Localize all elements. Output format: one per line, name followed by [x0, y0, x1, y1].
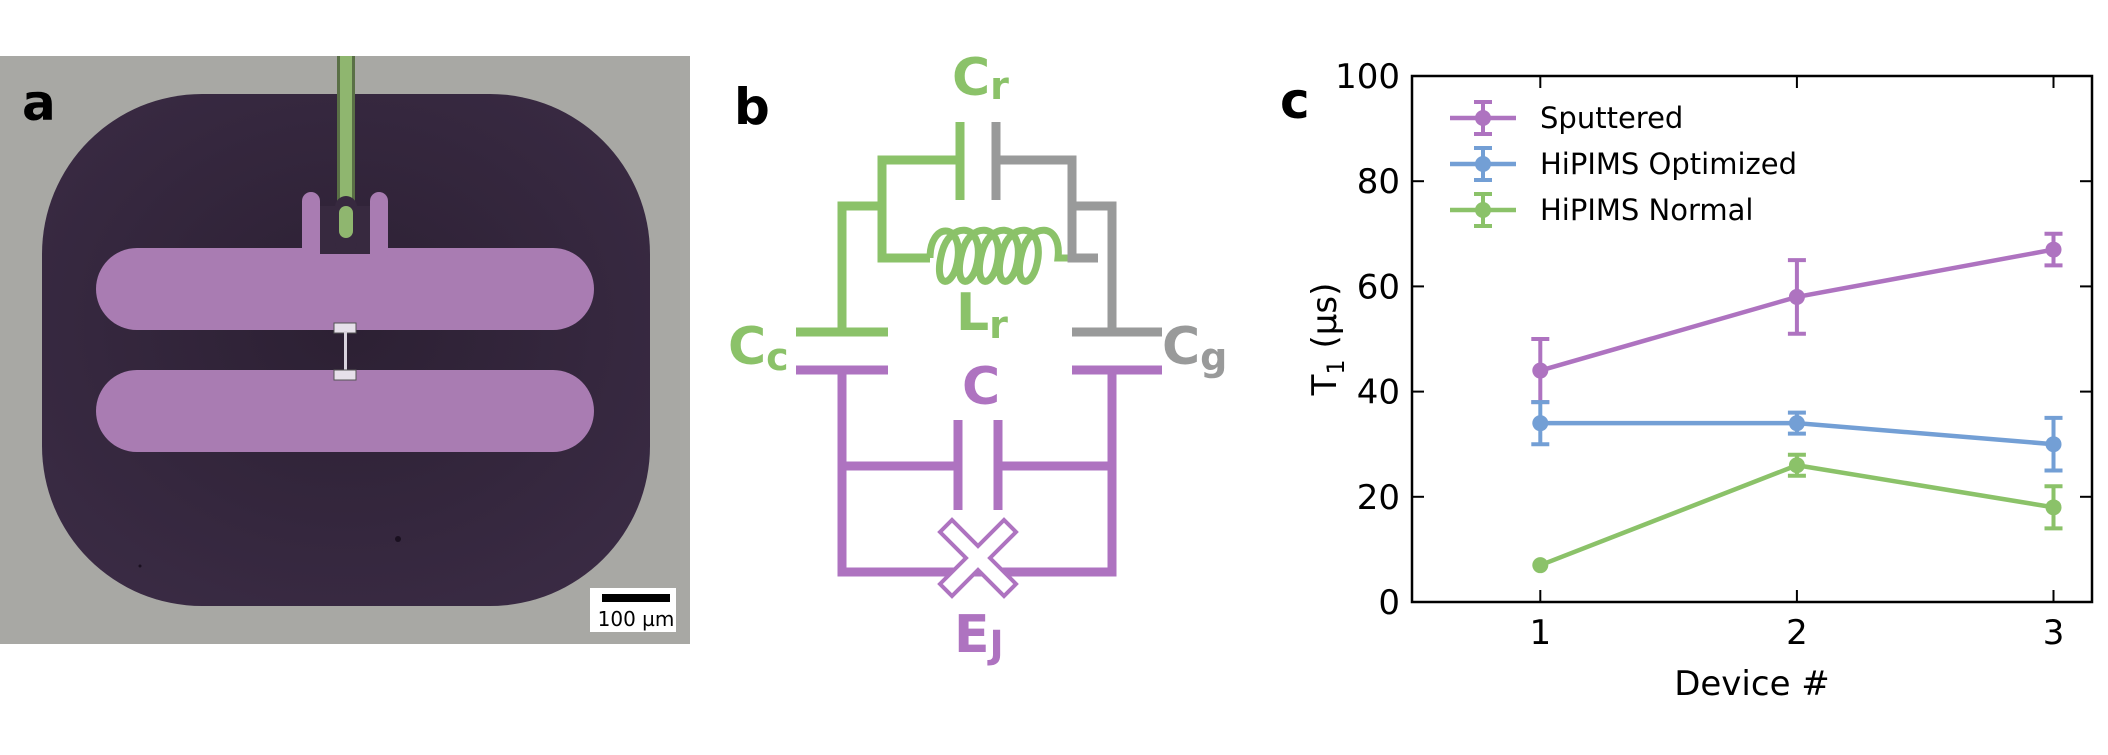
josephson-junction-symbol [937, 517, 1019, 599]
x-tick-label: 2 [1786, 613, 1808, 653]
y-tick-label: 80 [1357, 162, 1400, 202]
chart-axes: 0 20 40 60 80 100 1 2 3 [1335, 57, 2094, 653]
legend-entry: Sputtered [1450, 100, 1683, 136]
plot-frame [1410, 74, 2094, 604]
y-tick-label: 40 [1357, 373, 1400, 413]
data-point [1532, 557, 1549, 574]
chart-series [1531, 231, 2063, 574]
data-point [2045, 499, 2062, 516]
top-capacitor-pad [96, 192, 594, 330]
x-tick-label: 1 [1529, 613, 1551, 653]
label-cr: Cr [952, 48, 1009, 108]
panel-b-circuit: b [700, 0, 1280, 750]
legend-label: HiPIMS Optimized [1540, 147, 1797, 181]
panel-a-micrograph: 100 µm a [0, 56, 690, 644]
label-cc: Cc [728, 317, 789, 379]
resonator-green-wires [796, 122, 965, 337]
circuit-diagram: Cr Lr Cc Cg C EJ [728, 48, 1227, 667]
data-point [1788, 415, 1805, 432]
y-tick-label: 20 [1357, 478, 1400, 518]
series-line [1539, 462, 2054, 568]
x-tick-label: 3 [2043, 613, 2065, 653]
gray-wires [991, 122, 1162, 337]
bottom-capacitor-pad [96, 370, 594, 452]
series-hipims-normal [1532, 452, 2063, 574]
panel-label-b: b [734, 78, 770, 136]
scale-bar-label: 100 µm [598, 607, 675, 631]
label-ej: EJ [954, 605, 1004, 667]
x-axis-label: Device # [1674, 664, 1830, 704]
feedline [339, 56, 353, 216]
legend-entry: HiPIMS Normal [1450, 192, 1753, 228]
y-tick-label: 0 [1378, 583, 1400, 623]
legend-marker [1475, 156, 1491, 172]
data-point [2045, 436, 2062, 453]
data-point [1532, 362, 1549, 379]
data-point [1788, 288, 1805, 305]
label-cg: Cg [1162, 317, 1227, 379]
scale-bar: 100 µm [590, 588, 676, 632]
legend-marker [1475, 202, 1491, 218]
series-hipims-optimized [1531, 400, 2063, 473]
device-micrograph: 100 µm [0, 56, 690, 644]
y-tick-label: 100 [1335, 57, 1400, 97]
panel-label-c: c [1280, 72, 1310, 130]
y-tick-label: 60 [1357, 267, 1400, 307]
y-axis-label: T1 (μs) [1305, 283, 1350, 397]
legend-label: HiPIMS Normal [1540, 193, 1753, 227]
data-point [1532, 415, 1549, 432]
label-lr: Lr [956, 283, 1008, 347]
legend-label: Sputtered [1540, 101, 1683, 135]
panel-label-a: a [22, 74, 56, 132]
label-c: C [962, 357, 1000, 417]
josephson-junction [333, 322, 357, 381]
series-sputtered [1531, 231, 2063, 405]
legend-entry: HiPIMS Optimized [1450, 146, 1797, 182]
data-point [2045, 241, 2062, 258]
legend-marker [1475, 110, 1491, 126]
data-point [1788, 457, 1805, 474]
inductor-lr [926, 226, 1098, 285]
